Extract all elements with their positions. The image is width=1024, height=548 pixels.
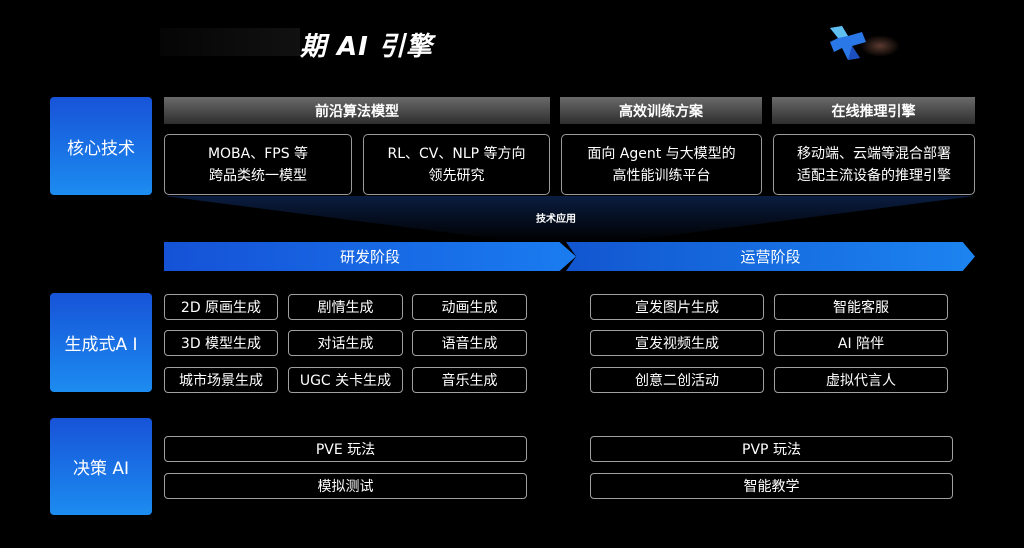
header-algorithm-models: 前沿算法模型: [164, 97, 550, 124]
generative-item: 宣发视频生成: [590, 330, 764, 356]
stage-dev-arrow: 研发阶段: [164, 242, 576, 271]
stage-ops-arrow: 运营阶段: [566, 242, 975, 271]
generative-item: UGC 关卡生成: [288, 367, 403, 393]
generative-item: AI 陪伴: [774, 330, 948, 356]
generative-ai-label: 生成式A I: [50, 293, 152, 392]
card-line: 适配主流设备的推理引擎: [797, 167, 951, 184]
card-line: 面向 Agent 与大模型的: [587, 145, 736, 162]
decision-ai-label: 决策 AI: [50, 418, 152, 515]
core-card: 面向 Agent 与大模型的高性能训练平台: [561, 134, 762, 195]
decision-item: PVE 玩法: [164, 436, 527, 462]
decision-item: PVP 玩法: [590, 436, 953, 462]
logo-glow: [860, 35, 900, 57]
card-line: 移动端、云端等混合部署: [797, 145, 951, 162]
title-obscured-region: [160, 28, 300, 56]
generative-item: 智能客服: [774, 294, 948, 320]
decision-item: 模拟测试: [164, 473, 527, 499]
generative-item: 语音生成: [412, 330, 527, 356]
generative-item: 创意二创活动: [590, 367, 764, 393]
generative-item: 剧情生成: [288, 294, 403, 320]
generative-item: 对话生成: [288, 330, 403, 356]
header-inference: 在线推理引擎: [772, 97, 975, 124]
generative-item: 2D 原画生成: [164, 294, 278, 320]
core-card: 移动端、云端等混合部署适配主流设备的推理引擎: [773, 134, 975, 195]
decision-item: 智能教学: [590, 473, 953, 499]
header-training: 高效训练方案: [560, 97, 762, 124]
page-title: 期 AI 引擎: [300, 32, 433, 62]
logo-icon: [830, 26, 866, 60]
core-tech-label: 核心技术: [50, 97, 152, 195]
card-line: 跨品类统一模型: [209, 167, 307, 184]
core-card: RL、CV、NLP 等方向领先研究: [363, 134, 550, 195]
generative-item: 音乐生成: [412, 367, 527, 393]
core-card: MOBA、FPS 等跨品类统一模型: [164, 134, 352, 195]
card-line: 领先研究: [428, 167, 485, 184]
card-line: RL、CV、NLP 等方向: [387, 145, 526, 162]
generative-item: 城市场景生成: [164, 367, 278, 393]
generative-item: 3D 模型生成: [164, 330, 278, 356]
card-line: 高性能训练平台: [612, 167, 711, 184]
generative-item: 动画生成: [412, 294, 527, 320]
generative-item: 虚拟代言人: [774, 367, 948, 393]
tech-application-label: 技术应用: [536, 214, 576, 225]
generative-item: 宣发图片生成: [590, 294, 764, 320]
card-line: MOBA、FPS 等: [207, 145, 309, 162]
